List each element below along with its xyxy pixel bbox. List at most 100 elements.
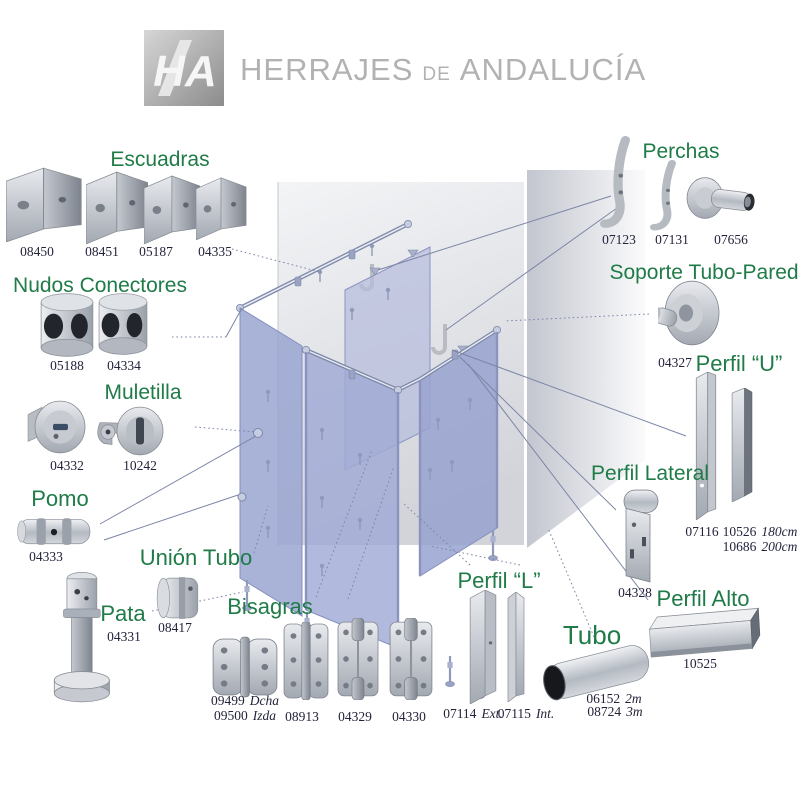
code-note: 180cm [761,524,798,539]
knob-image [16,514,92,548]
wall-peg-image [686,168,760,228]
l-profile-image [506,592,526,702]
right-wall [527,170,645,548]
code-value: 09499 [211,693,245,708]
code-note: Int. [535,706,555,721]
group-title-union-tubo: Unión Tubo [139,545,253,570]
product-code: 10525 [683,656,717,671]
group-title-perfil-lateral: Perfil Lateral [591,462,709,485]
pedestal-leg-image [52,568,114,704]
bracket-image [196,176,248,240]
product-code: 07116 [685,524,719,539]
code-value: 08724 [587,704,622,719]
product-code: 08450 [20,244,54,259]
code-value: 09500 [214,707,248,723]
hinge-image [283,622,329,700]
product-code: 04331 [107,629,141,644]
logo-mark-letters: HA [153,47,217,96]
latch-image [26,398,88,458]
product-code: 04333 [29,549,63,564]
product-code: 04334 [107,358,141,373]
hinge-image [388,618,434,700]
group-title-perfil-u: Perfil “U” [695,351,783,376]
top-rail-left [235,219,413,313]
code-value: 06152 [586,691,621,706]
group-title-pata: Pata [100,601,146,626]
code-value: 07115 [497,706,531,721]
group-title-pomo: Pomo [31,486,89,511]
u-profile-image [730,388,754,502]
code-note: 3m [626,704,643,719]
group-title-perfil-l: Perfil “L” [457,568,541,593]
group-title-nudos: Nudos Conectores [13,274,187,297]
code-note: Ext. [481,706,503,721]
code-note: Dcha [249,693,279,708]
hinge-image [336,618,380,700]
hinge-image [212,636,278,698]
product-code: 07656 [714,232,748,247]
group-title-bisagras: Bisagras [227,594,313,619]
product-code: 04330 [392,709,426,724]
product-code: 10242 [123,458,157,473]
coat-hook-image [600,136,630,230]
product-code: 08417 [158,620,192,635]
tube-wall-support-image [658,278,722,348]
group-title-perfil-alto: Perfil Alto [656,586,750,611]
product-code: 08724 3m [587,704,642,720]
top-rail-profile-image [648,604,764,660]
callout-lines [99,195,687,638]
product-code: 07115 Int. [498,706,555,722]
u-profile-image [694,372,718,520]
group-title-perchas: Perchas [642,140,720,163]
group-title-muletilla: Muletilla [104,381,182,404]
logo: HA [144,30,226,108]
logo-word-de: DE [422,64,451,85]
product-code: 05187 [139,244,173,259]
corner-posts [304,332,499,648]
bracket-image [6,166,84,242]
product-code: 08913 [285,709,319,724]
product-code: 05188 [50,358,84,373]
coat-hook-image [650,160,676,232]
code-value: 10526 [722,524,757,539]
code-value: 07114 [443,706,477,721]
product-code: 07131 [655,232,689,247]
code-note: Izda [252,707,276,723]
tube-joiner-image [154,574,204,622]
logo-word-andalucia: ANDALUCÍA [459,52,647,87]
product-code: 04327 [658,355,692,370]
latch-icon [253,428,263,438]
bracket-image [144,174,202,244]
partition-panel [239,307,303,617]
latch-image [94,404,166,458]
product-code: 07114 Ext. [443,706,503,722]
product-code: 08451 [85,244,119,259]
product-code: 04332 [50,458,84,473]
l-profile-image [468,590,498,704]
lateral-profile-image [616,488,662,586]
group-title-soporte: Soporte Tubo-Pared [609,261,799,284]
code-note: 2m [625,691,642,706]
product-code: 07123 [602,232,636,247]
top-rail-front [301,325,502,395]
code-value: 10686 [722,539,757,554]
logo-mark: HA [144,30,224,106]
product-code: 04329 [338,709,372,724]
product-code: 10526 180cm [723,524,798,540]
logo-word-herrajes: HERRAJES [240,52,414,87]
connector-node-image [40,292,94,358]
knob-icon [237,492,247,502]
product-code: 06152 2m [586,691,641,707]
product-code: 04335 [198,244,232,259]
group-title-tubo: Tubo [562,620,622,650]
logo-wordmark: HERRAJES DE ANDALUCÍA [240,52,646,88]
product-code: 04328 [618,585,652,600]
connector-node-image [98,292,148,356]
group-title-escuadras: Escuadras [110,148,210,171]
bracket-image [86,170,150,244]
door-panel [305,349,399,649]
